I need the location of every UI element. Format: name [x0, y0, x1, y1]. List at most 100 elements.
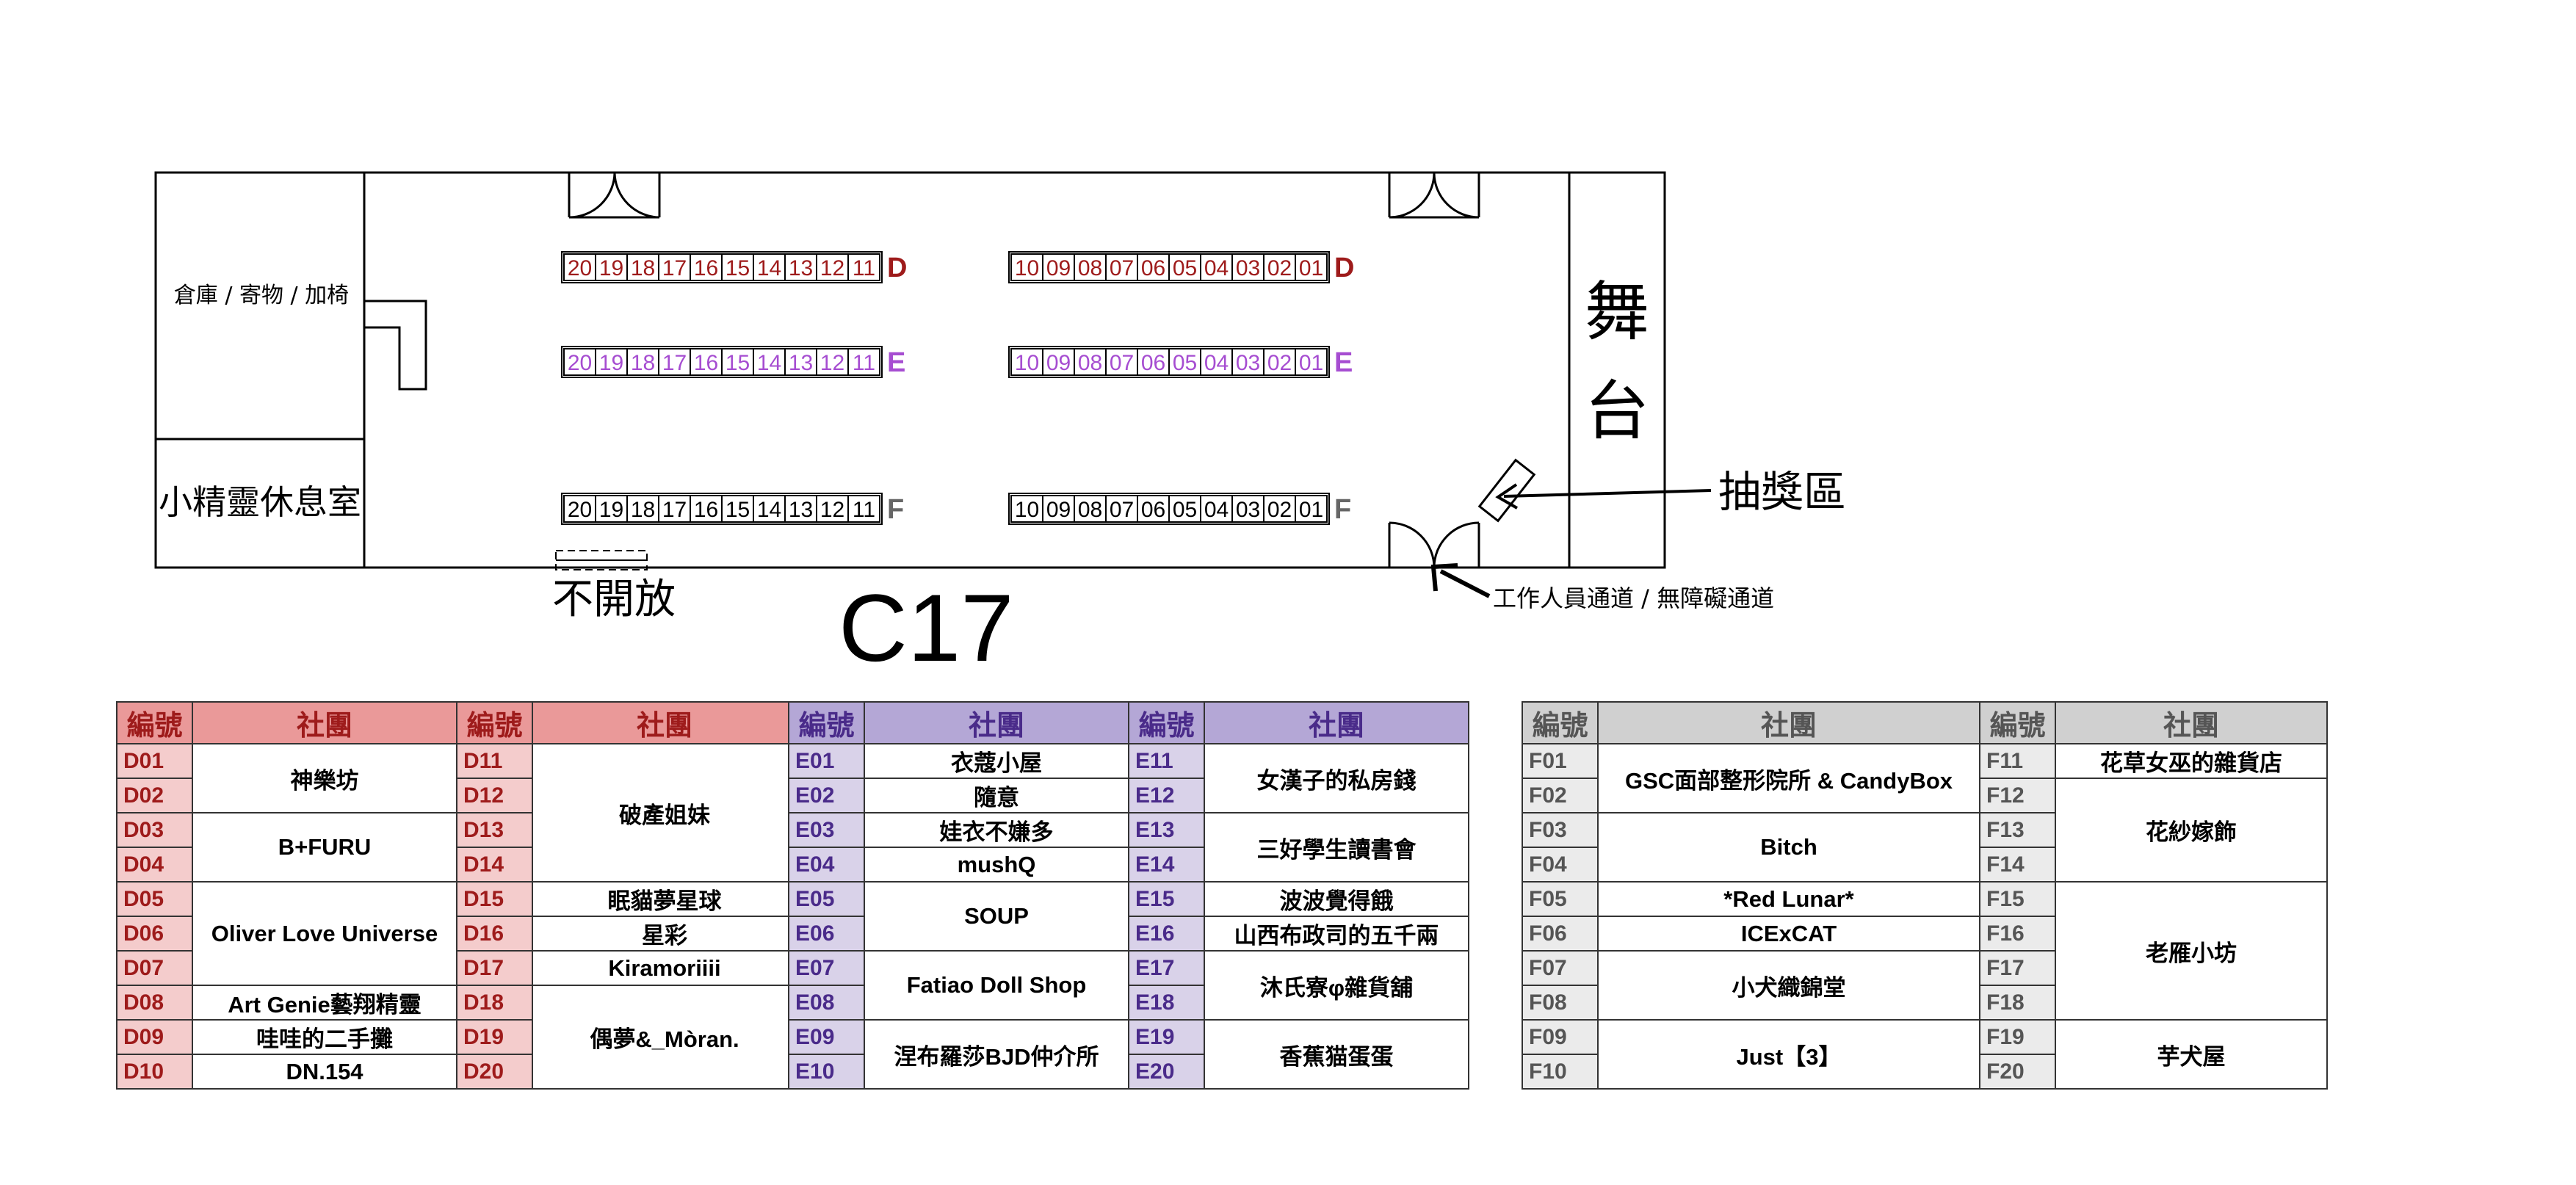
booth-F17[interactable]	[658, 495, 691, 523]
booth-code: E10	[788, 1054, 865, 1090]
booth-code: D12	[456, 778, 533, 813]
booth-number: 14	[757, 498, 781, 522]
booth-number: 02	[1267, 256, 1292, 280]
lottery-label: 抽獎區	[1718, 467, 1846, 517]
booth-number: 10	[1015, 498, 1039, 522]
booth-D11[interactable]	[847, 253, 880, 281]
booth-D10[interactable]	[1010, 253, 1043, 281]
booth-D09[interactable]	[1042, 253, 1075, 281]
booth-D16[interactable]	[690, 253, 723, 281]
booth-F01[interactable]	[1295, 495, 1328, 523]
booth-code: D18	[456, 985, 533, 1021]
booth-code: D11	[456, 743, 533, 779]
booth-D06[interactable]	[1137, 253, 1170, 281]
booth-number: 05	[1173, 256, 1197, 280]
booth-code: E02	[788, 778, 865, 813]
booth-E01[interactable]	[1295, 348, 1328, 376]
hall-outline	[154, 171, 1666, 569]
booth-number: 17	[662, 351, 687, 375]
booth-code: F15	[1979, 881, 2056, 917]
booth-F12[interactable]	[816, 495, 849, 523]
booth-number: 05	[1173, 498, 1197, 522]
booth-E18[interactable]	[626, 348, 659, 376]
booth-number: 04	[1204, 256, 1229, 280]
booth-D01[interactable]	[1295, 253, 1328, 281]
booth-E06[interactable]	[1137, 348, 1170, 376]
booth-row-letter: F	[1334, 494, 1351, 525]
booth-number: 19	[599, 256, 623, 280]
booth-F19[interactable]	[595, 495, 628, 523]
booth-D05[interactable]	[1168, 253, 1201, 281]
booth-code: E20	[1128, 1054, 1205, 1090]
booth-code: E18	[1128, 985, 1205, 1021]
booth-D15[interactable]	[721, 253, 754, 281]
booth-row-F-left	[561, 493, 883, 525]
booth-E12[interactable]	[816, 348, 849, 376]
circle-name: 星彩	[532, 916, 797, 952]
booth-code: D02	[116, 778, 193, 813]
booth-E14[interactable]	[753, 348, 786, 376]
circle-name: 花草女巫的雜貨店	[2055, 743, 2328, 779]
circle-name: 女漢子的私房錢	[1204, 743, 1469, 813]
booth-F08[interactable]	[1074, 495, 1107, 523]
booth-E09[interactable]	[1042, 348, 1075, 376]
circle-name: 眠貓夢星球	[532, 881, 797, 917]
table-row: E10 E20	[788, 1054, 1469, 1090]
booth-row-letter: D	[887, 253, 907, 283]
booth-D03[interactable]	[1231, 253, 1265, 281]
booth-D20[interactable]	[563, 253, 596, 281]
booth-code: F13	[1979, 812, 2056, 848]
booth-number: 09	[1046, 256, 1071, 280]
booth-F11[interactable]	[847, 495, 880, 523]
booth-E15[interactable]	[721, 348, 754, 376]
booth-D18[interactable]	[626, 253, 659, 281]
booth-number: 09	[1046, 351, 1071, 375]
booth-code: E03	[788, 812, 865, 848]
booth-E10[interactable]	[1010, 348, 1043, 376]
booth-D17[interactable]	[658, 253, 691, 281]
booth-code: E05	[788, 881, 865, 917]
booth-E07[interactable]	[1105, 348, 1138, 376]
booth-number: 07	[1110, 498, 1134, 522]
circle-name: Just【3】	[1597, 1019, 1980, 1090]
booth-code: D09	[116, 1019, 193, 1055]
booth-D04[interactable]	[1200, 253, 1233, 281]
booth-E05[interactable]	[1168, 348, 1201, 376]
booth-number: 13	[789, 351, 813, 375]
booth-number: 12	[820, 498, 844, 522]
booth-F07[interactable]	[1105, 495, 1138, 523]
circle-name: 老雁小坊	[2055, 881, 2328, 1021]
circle-name: 哇哇的二手攤	[192, 1019, 457, 1055]
booth-code: F14	[1979, 847, 2056, 883]
booth-number: 14	[757, 351, 781, 375]
circle-name: 隨意	[864, 778, 1129, 813]
booth-F15[interactable]	[721, 495, 754, 523]
floor-plan: 倉庫 / 寄物 / 加椅 小精靈休息室 舞 台 不開放 C17 抽獎區 工作人員…	[154, 171, 1846, 681]
booth-code: D07	[116, 950, 193, 986]
booth-code: D17	[456, 950, 533, 986]
booth-F09[interactable]	[1042, 495, 1075, 523]
booth-D07[interactable]	[1105, 253, 1138, 281]
booth-F05[interactable]	[1168, 495, 1201, 523]
booth-D13[interactable]	[784, 253, 817, 281]
booth-F06[interactable]	[1137, 495, 1170, 523]
booth-number: 14	[757, 256, 781, 280]
booth-F03[interactable]	[1231, 495, 1265, 523]
circle-name: *Red Lunar*	[1597, 881, 1980, 917]
booth-E16[interactable]	[690, 348, 723, 376]
booth-E11[interactable]	[847, 348, 880, 376]
circle-name: 神樂坊	[192, 743, 457, 813]
booth-number: 06	[1141, 498, 1165, 522]
circle-name: 衣蔻小屋	[864, 743, 1129, 779]
staff-passage-label: 工作人員通道 / 無障礙通道	[1493, 584, 1774, 612]
